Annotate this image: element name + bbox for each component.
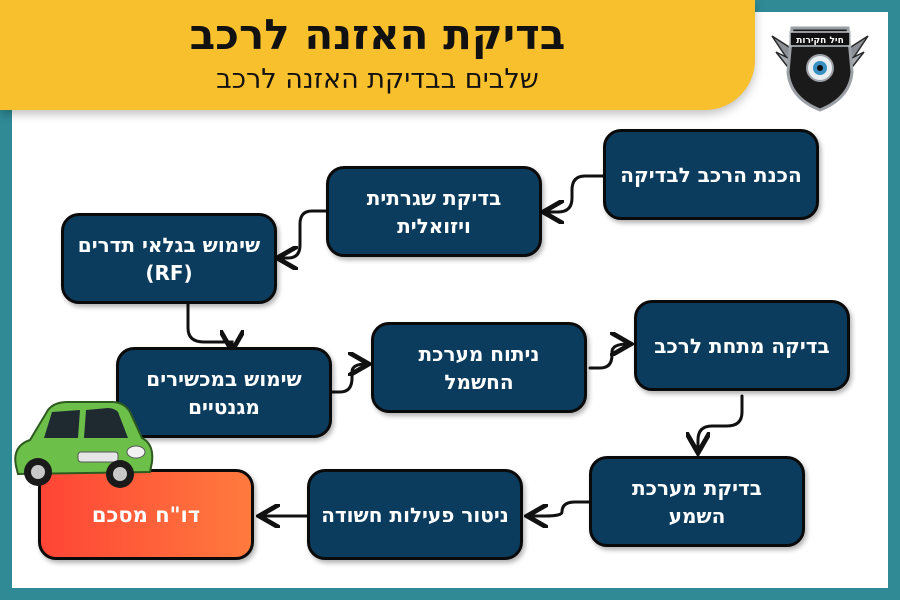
step-vehicle-prep: הכנת הרכב לבדיקה <box>603 129 819 220</box>
arrow-6-7 <box>698 394 744 450</box>
page-subtitle: שלבים בבדיקת האזנה לרכב <box>216 64 539 95</box>
car-illustration <box>14 401 154 488</box>
arrow-2-3 <box>280 209 328 258</box>
step-visual-inspection: בדיקת שגרתית ויזואלית <box>326 166 542 257</box>
step-electrical-analysis: ניתוח מערכת החשמל <box>371 322 587 413</box>
step-magnetic-devices: שימוש במכשירים מגנטיים <box>116 347 332 438</box>
arrow-7-8 <box>530 500 591 516</box>
page-title: בדיקת האזנה לרכב <box>189 10 566 59</box>
badge-text: חיל חקירות <box>796 36 844 46</box>
step-under-vehicle: בדיקה מתחת לרכב <box>634 300 850 391</box>
arrow-1-2 <box>546 174 605 212</box>
arrow-3-4 <box>186 301 232 348</box>
step-suspicious-activity: ניטור פעילות חשודה <box>307 469 523 560</box>
step-summary-report: דו"ח מסכם <box>38 469 254 560</box>
arrow-4-5 <box>328 364 366 394</box>
step-rf-detector: שימוש בגלאי תדרים (RF) <box>61 213 277 304</box>
arrow-5-6 <box>588 344 628 370</box>
badge-logo: חיל חקירות <box>771 26 869 112</box>
header-banner: בדיקת האזנה לרכב שלבים בבדיקת האזנה לרכב <box>0 0 755 110</box>
step-audio-system: בדיקת מערכת השמע <box>589 456 805 547</box>
